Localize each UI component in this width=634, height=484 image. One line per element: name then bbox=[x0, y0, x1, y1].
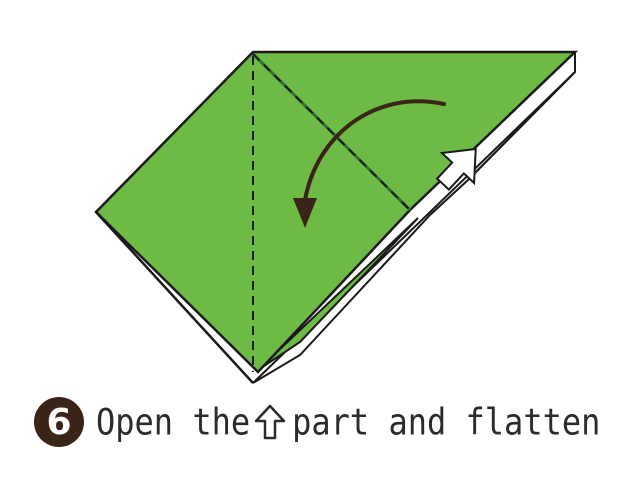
up-arrow-outline-icon bbox=[254, 404, 286, 440]
caption-text-start: Open the bbox=[96, 400, 251, 444]
open-pocket-arrow bbox=[435, 147, 477, 191]
step-caption: 6 Open the part and flatten bbox=[34, 396, 600, 448]
fold-direction-arrow bbox=[303, 99, 446, 202]
step-number-badge: 6 bbox=[34, 397, 84, 447]
paper-main-face bbox=[94, 50, 579, 374]
origami-fold-diagram bbox=[94, 50, 579, 384]
valley-fold-line bbox=[252, 53, 411, 211]
paper-left-edge bbox=[95, 211, 254, 384]
caption-text-end: part and flatten bbox=[292, 400, 601, 444]
paper-lower-flap bbox=[257, 217, 419, 371]
paper-right-edge bbox=[467, 52, 576, 181]
fold-arrow-head bbox=[293, 198, 317, 228]
